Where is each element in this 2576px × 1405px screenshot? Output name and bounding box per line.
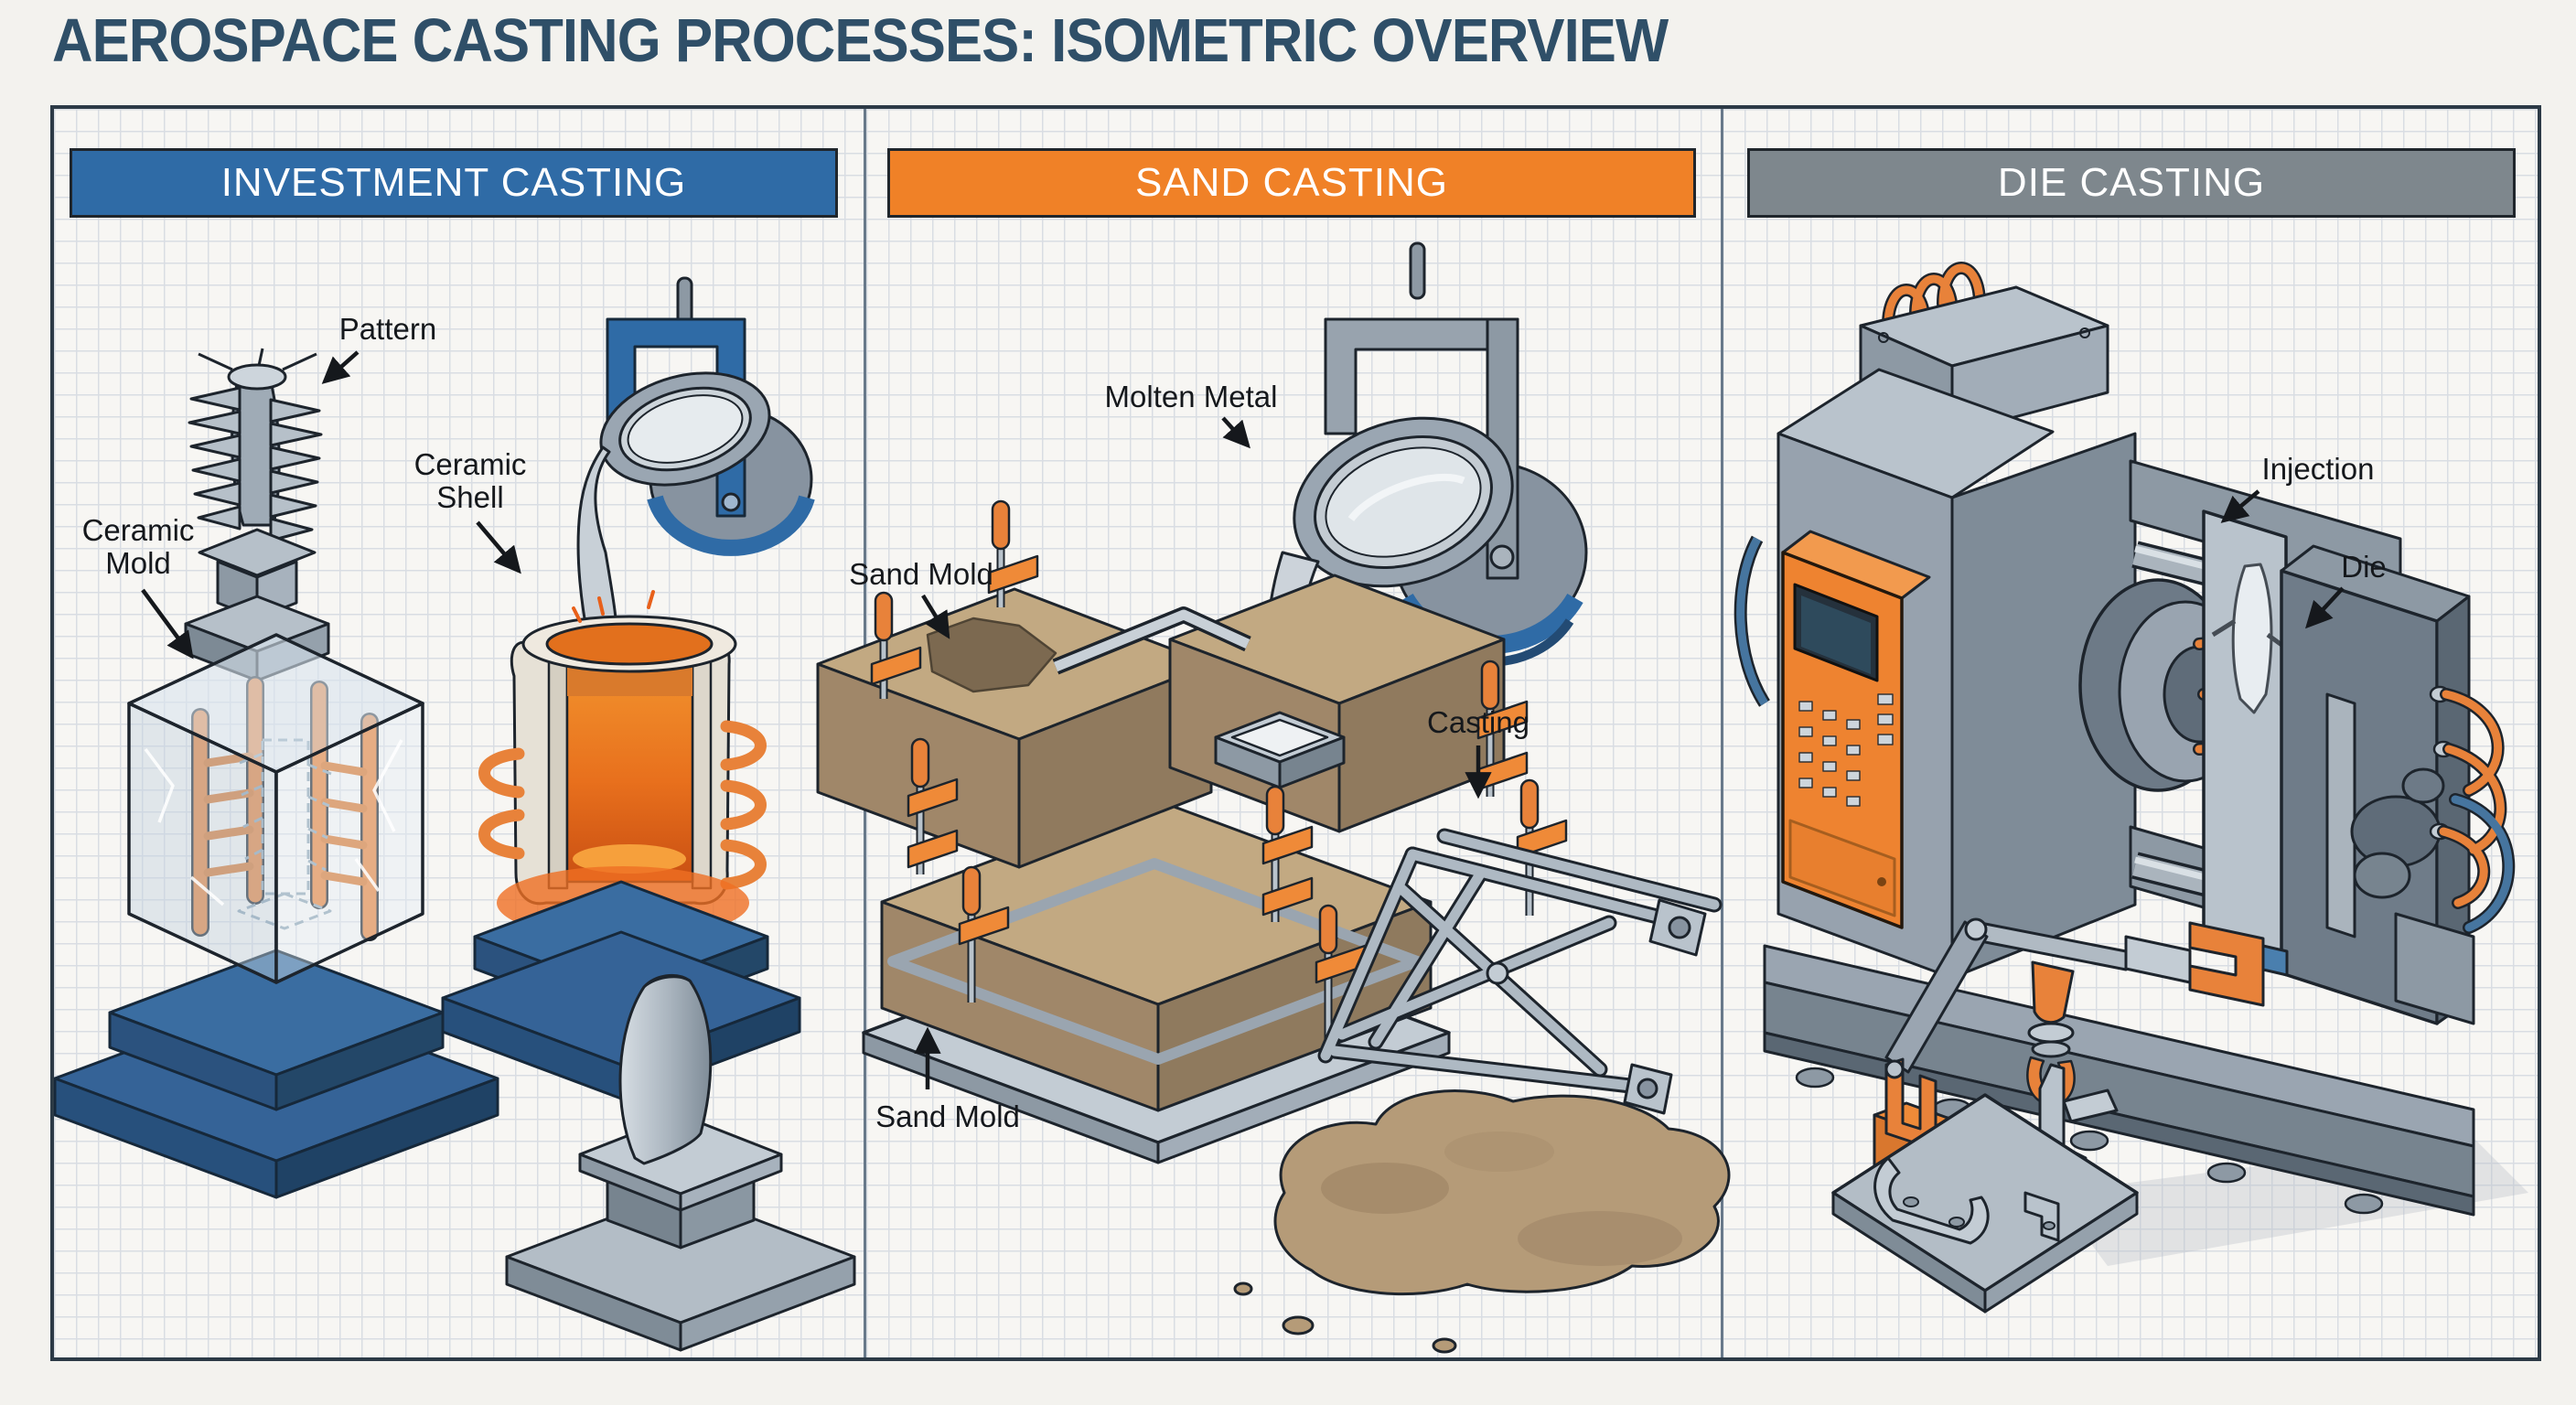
panel-investment-casting: INVESTMENT CASTING [54,109,866,1357]
panel-header-sand-casting: SAND CASTING [887,148,1696,218]
diagram-frame: INVESTMENT CASTING SAND CASTING DIE CAST… [50,105,2541,1361]
panel-header-investment-casting: INVESTMENT CASTING [70,148,838,218]
panel-sand-casting: SAND CASTING [864,109,1723,1357]
panel-header-die-casting: DIE CASTING [1747,148,2516,218]
page-title: AEROSPACE CASTING PROCESSES: ISOMETRIC O… [52,6,1669,75]
panel-die-casting: DIE CASTING [1721,109,2538,1357]
